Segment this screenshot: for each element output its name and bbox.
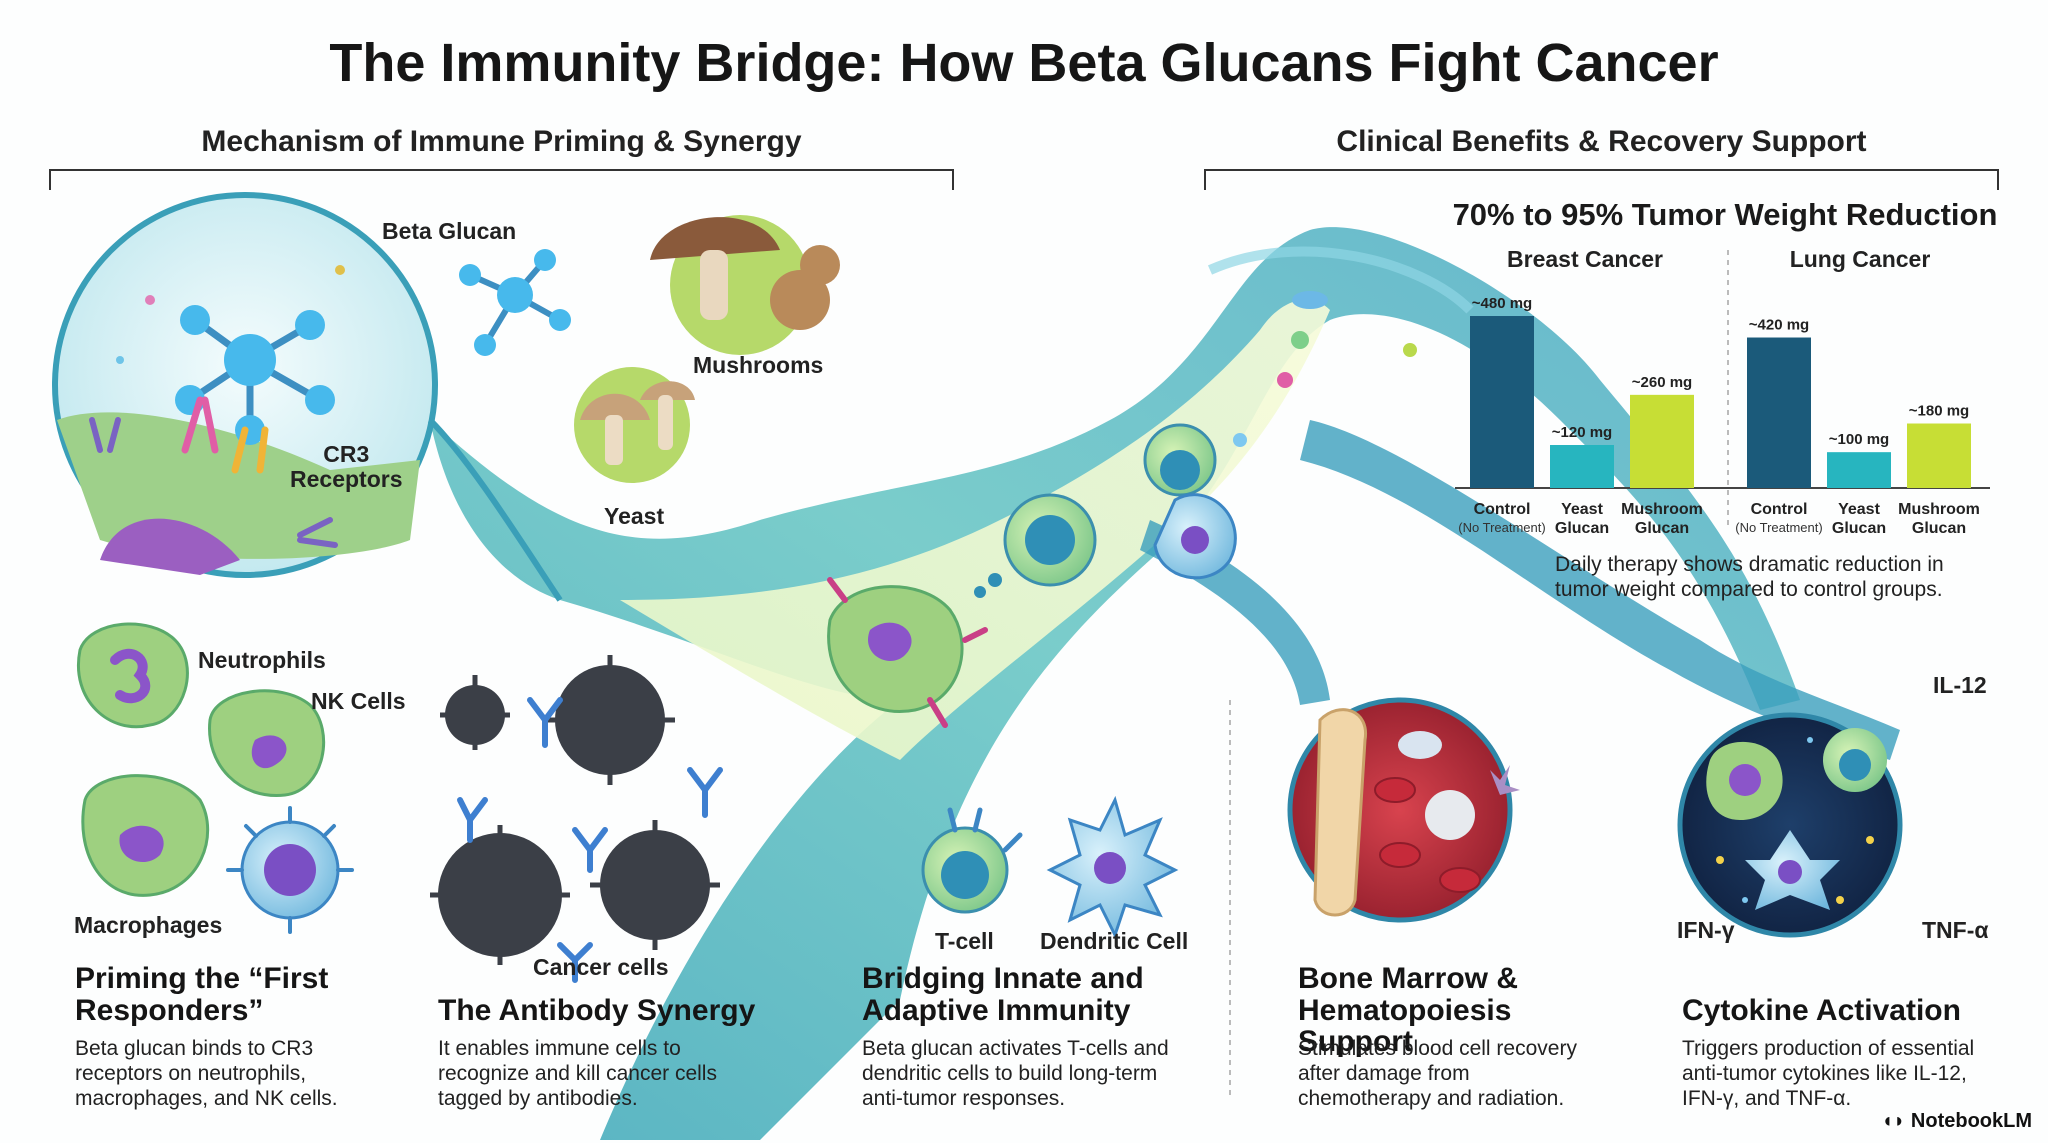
nk-cells-label: NK Cells xyxy=(311,688,406,714)
macrophages-label: Macrophages xyxy=(74,912,223,938)
bar-category-label: Glucan xyxy=(1635,520,1689,537)
chart-group-breast: Breast Cancer xyxy=(1507,246,1663,272)
tumor-weight-chart: ~480 mg Control (No Treatment) ~120 mg Yeast… xyxy=(1455,295,1990,537)
bar-category-label: Glucan xyxy=(1912,520,1966,537)
panel-text-priming: Beta glucan binds to CR3 receptors on ne… xyxy=(75,1037,338,1111)
section-title-left: Mechanism of Immune Priming & Synergy xyxy=(201,125,802,158)
panel-heading-bridging: Bridging Innate and Adaptive Immunity xyxy=(862,962,1144,1027)
bar-value-label: ~180 mg xyxy=(1909,403,1969,420)
bar-category-label: Mushroom xyxy=(1621,501,1703,518)
panel-heading-antibody: The Antibody Synergy xyxy=(438,994,756,1027)
bar-category-label: Glucan xyxy=(1555,520,1609,537)
bar-category-label: Yeast xyxy=(1561,501,1603,518)
notebooklm-logo: ◖◗ NotebookLM xyxy=(1881,1110,2032,1132)
t-cell-dendritic-pair xyxy=(921,795,1179,939)
beta-glucan-molecule xyxy=(459,249,571,356)
cr3-zoom-bubble xyxy=(52,192,563,602)
bar-value-label: ~260 mg xyxy=(1632,374,1692,391)
cr3-receptors-label: CR3 Receptors xyxy=(290,441,403,493)
ifn-gamma-label: IFN-γ xyxy=(1677,917,1735,943)
mushroom-yeast-source xyxy=(574,215,840,483)
il12-label: IL-12 xyxy=(1933,672,1987,698)
bar-1-1 xyxy=(1827,452,1891,488)
panel-heading-priming: Priming the “First Responders” xyxy=(75,962,329,1027)
right-section-bracket xyxy=(1204,169,1999,190)
tnf-alpha-label: TNF-α xyxy=(1922,917,1989,943)
panel-text-bridging: Beta glucan activates T-cells and dendri… xyxy=(862,1037,1169,1111)
mushrooms-label: Mushrooms xyxy=(693,352,824,378)
bar-value-label: ~420 mg xyxy=(1749,317,1809,334)
bar-category-label: Glucan xyxy=(1832,520,1886,537)
panel-text-bone-marrow: Stimulates blood cell recovery after dam… xyxy=(1298,1037,1577,1111)
bar-1-0 xyxy=(1747,337,1811,488)
bar-0-2 xyxy=(1630,394,1694,488)
bar-value-label: ~120 mg xyxy=(1552,424,1612,441)
chart-caption: Daily therapy shows dramatic reduction i… xyxy=(1555,553,1944,602)
cancer-cells-antibodies xyxy=(430,655,723,983)
chart-title: 70% to 95% Tumor Weight Reduction xyxy=(1452,197,1998,232)
panel-heading-cytokine: Cytokine Activation xyxy=(1682,994,1961,1027)
bar-0-0 xyxy=(1470,316,1534,488)
dendritic-cell-label: Dendritic Cell xyxy=(1040,928,1189,954)
chart-group-lung: Lung Cancer xyxy=(1789,246,1931,272)
bone-marrow-bubble xyxy=(1287,697,1520,923)
bar-value-label: ~480 mg xyxy=(1472,295,1532,312)
neutrophils-label: Neutrophils xyxy=(198,647,326,673)
cytokine-bubble xyxy=(1677,712,1903,938)
bar-1-2 xyxy=(1907,423,1971,488)
beta-glucan-label: Beta Glucan xyxy=(382,218,517,244)
cancer-cells-label: Cancer cells xyxy=(533,954,669,980)
page-title: The Immunity Bridge: How Beta Glucans Fi… xyxy=(329,33,1719,93)
bar-category-sublabel: (No Treatment) xyxy=(1735,520,1822,535)
bar-category-label: Control xyxy=(1751,501,1808,518)
panel-heading-bone-marrow: Bone Marrow & Hematopoiesis Support xyxy=(1298,962,1519,1058)
section-title-right: Clinical Benefits & Recovery Support xyxy=(1336,125,1867,158)
vessel-immune-cells xyxy=(827,423,1237,728)
bar-category-sublabel: (No Treatment) xyxy=(1458,520,1545,535)
bar-category-label: Yeast xyxy=(1838,501,1880,518)
yeast-label: Yeast xyxy=(604,503,665,529)
innate-cells xyxy=(77,622,354,934)
bar-value-label: ~100 mg xyxy=(1829,431,1889,448)
bar-category-label: Control xyxy=(1474,501,1531,518)
panel-text-cytokine: Triggers production of essential anti-tu… xyxy=(1682,1037,1975,1111)
bar-0-1 xyxy=(1550,445,1614,488)
notebooklm-icon: ◖◗ xyxy=(1881,1110,1911,1132)
panel-text-antibody: It enables immune cells to recognize and… xyxy=(438,1037,717,1111)
bar-category-label: Mushroom xyxy=(1898,501,1980,518)
left-section-bracket xyxy=(49,169,954,190)
t-cell-label: T-cell xyxy=(935,928,994,954)
